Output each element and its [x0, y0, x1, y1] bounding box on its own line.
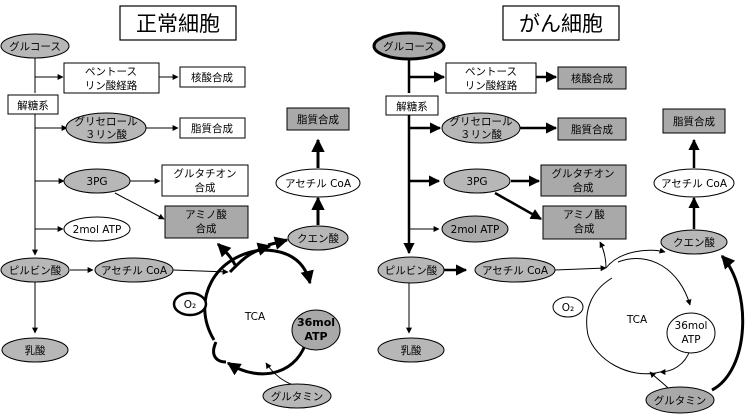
svg-text:グルタミン: グルタミン — [271, 390, 324, 403]
svg-text:リン酸経路: リン酸経路 — [85, 79, 138, 92]
cancer-amino-box: アミノ酸 合成 — [542, 205, 627, 240]
svg-text:合成: 合成 — [573, 181, 594, 194]
normal-acetylcoa-node: アセチル CoA — [94, 257, 174, 283]
normal-acetylcoa2-node: アセチル CoA — [275, 168, 361, 198]
cancer-glycerol-node: グリセロール ３リン酸 — [441, 112, 521, 144]
svg-text:グルコース: グルコース — [383, 40, 435, 53]
cancer-2atp-node: 2mol ATP — [441, 215, 509, 243]
svg-text:2mol ATP: 2mol ATP — [73, 224, 122, 236]
svg-text:リン酸経路: リン酸経路 — [465, 79, 518, 92]
normal-tca-label: TCA — [244, 311, 266, 323]
normal-glutamine-node: グルタミン — [262, 383, 332, 409]
cancer-glycolysis-box: 解糖系 — [385, 95, 439, 116]
cancer-glutathione-box: グルタチオン 合成 — [540, 164, 627, 197]
svg-text:3PG: 3PG — [466, 176, 487, 188]
cancer-glucose-node: グルコース — [372, 31, 446, 61]
svg-text:脂質合成: 脂質合成 — [673, 115, 715, 128]
cancer-acetylcoa2-node: アセチル CoA — [653, 168, 735, 198]
svg-text:2mol ATP: 2mol ATP — [451, 224, 500, 236]
cancer-pyruvate-node: ピルビン酸 — [377, 256, 445, 284]
svg-text:乳酸: 乳酸 — [401, 344, 422, 357]
cancer-tca-label: TCA — [626, 314, 648, 326]
svg-text:ペントース: ペントース — [465, 66, 517, 78]
cancer-lipid-box: 脂質合成 — [557, 117, 627, 141]
svg-text:O₂: O₂ — [562, 302, 574, 314]
svg-text:クエン酸: クエン酸 — [673, 236, 715, 249]
normal-glucose-node: グルコース — [0, 33, 70, 59]
svg-text:３リン酸: ３リン酸 — [85, 128, 127, 141]
normal-3pg-node: 3PG — [63, 168, 131, 194]
cancer-title-box — [502, 5, 620, 41]
normal-cell-panel: 正常細胞 グルコース — [0, 5, 361, 409]
svg-text:３リン酸: ３リン酸 — [460, 128, 502, 141]
normal-fat-box: 脂質合成 — [286, 107, 350, 131]
normal-title: 正常細胞 — [136, 12, 220, 36]
svg-text:グルタミン: グルタミン — [654, 394, 707, 407]
svg-text:解糖系: 解糖系 — [17, 99, 49, 112]
svg-text:脂質合成: 脂質合成 — [297, 113, 339, 126]
cancer-o2-node: O₂ — [552, 296, 584, 318]
normal-lipid-box: 脂質合成 — [179, 117, 246, 139]
cancer-lactate-node: 乳酸 — [377, 337, 445, 363]
svg-text:3PG: 3PG — [86, 176, 107, 188]
svg-text:アセチル CoA: アセチル CoA — [482, 265, 549, 277]
svg-text:アセチル CoA: アセチル CoA — [661, 178, 728, 190]
cancer-citrate-node: クエン酸 — [660, 229, 728, 255]
normal-glycolysis-box: 解糖系 — [7, 94, 59, 115]
normal-36atp-node: 36mol ATP — [291, 309, 341, 351]
normal-lactate-node: 乳酸 — [1, 337, 69, 363]
svg-text:ピルビン酸: ピルビン酸 — [9, 264, 62, 277]
cancer-acetylcoa-node: アセチル CoA — [474, 257, 556, 283]
cancer-pentose-box: ペントース リン酸経路 — [445, 62, 537, 94]
svg-text:核酸合成: 核酸合成 — [571, 72, 613, 85]
cancer-fat-box: 脂質合成 — [662, 108, 726, 134]
svg-text:アセチル CoA: アセチル CoA — [285, 178, 352, 190]
svg-text:グルコース: グルコース — [9, 40, 61, 53]
svg-text:脂質合成: 脂質合成 — [191, 122, 233, 135]
svg-text:解糖系: 解糖系 — [396, 100, 428, 113]
normal-pyruvate-node: ピルビン酸 — [0, 257, 70, 283]
svg-text:ペントース: ペントース — [85, 66, 137, 78]
svg-text:核酸合成: 核酸合成 — [191, 71, 233, 84]
normal-pentose-box: ペントース リン酸経路 — [63, 62, 160, 94]
normal-o2-node: O₂ — [172, 291, 208, 317]
svg-text:乳酸: 乳酸 — [25, 344, 46, 357]
svg-text:ATP: ATP — [304, 330, 327, 343]
svg-text:グルタチオン: グルタチオン — [174, 167, 237, 180]
svg-text:合成: 合成 — [195, 181, 216, 194]
normal-2atp-node: 2mol ATP — [63, 216, 131, 242]
svg-text:O₂: O₂ — [184, 299, 196, 311]
svg-text:アミノ酸: アミノ酸 — [185, 208, 227, 221]
svg-text:グリセロール: グリセロール — [75, 115, 138, 128]
normal-amino-box: アミノ酸 合成 — [164, 205, 249, 239]
svg-text:36mol: 36mol — [297, 316, 335, 329]
cancer-title: がん細胞 — [519, 12, 603, 36]
normal-glycerol-node: グリセロール ３リン酸 — [65, 112, 147, 144]
svg-text:クエン酸: クエン酸 — [297, 232, 339, 245]
normal-title-box — [119, 5, 237, 41]
svg-text:グリセロール: グリセロール — [450, 115, 513, 128]
normal-citrate-node: クエン酸 — [287, 225, 349, 251]
cancer-nucleic-box: 核酸合成 — [557, 66, 627, 90]
svg-text:ピルビン酸: ピルビン酸 — [385, 264, 438, 277]
svg-text:合成: 合成 — [196, 222, 217, 235]
cancer-36atp-node: 36mol ATP — [666, 312, 716, 354]
svg-text:36mol: 36mol — [675, 320, 708, 332]
cancer-3pg-node: 3PG — [443, 168, 511, 194]
cancer-cell-panel: がん細胞 グルコース — [372, 5, 745, 414]
normal-nucleic-box: 核酸合成 — [179, 66, 246, 88]
svg-text:脂質合成: 脂質合成 — [571, 123, 613, 136]
cancer-glutamine-node: グルタミン — [645, 386, 715, 414]
svg-text:グルタチオン: グルタチオン — [552, 167, 615, 180]
svg-text:ATP: ATP — [681, 334, 700, 346]
normal-glutathione-box: グルタチオン 合成 — [161, 164, 249, 197]
svg-text:アセチル CoA: アセチル CoA — [101, 265, 168, 277]
svg-text:合成: 合成 — [574, 222, 595, 235]
svg-text:アミノ酸: アミノ酸 — [563, 208, 605, 221]
